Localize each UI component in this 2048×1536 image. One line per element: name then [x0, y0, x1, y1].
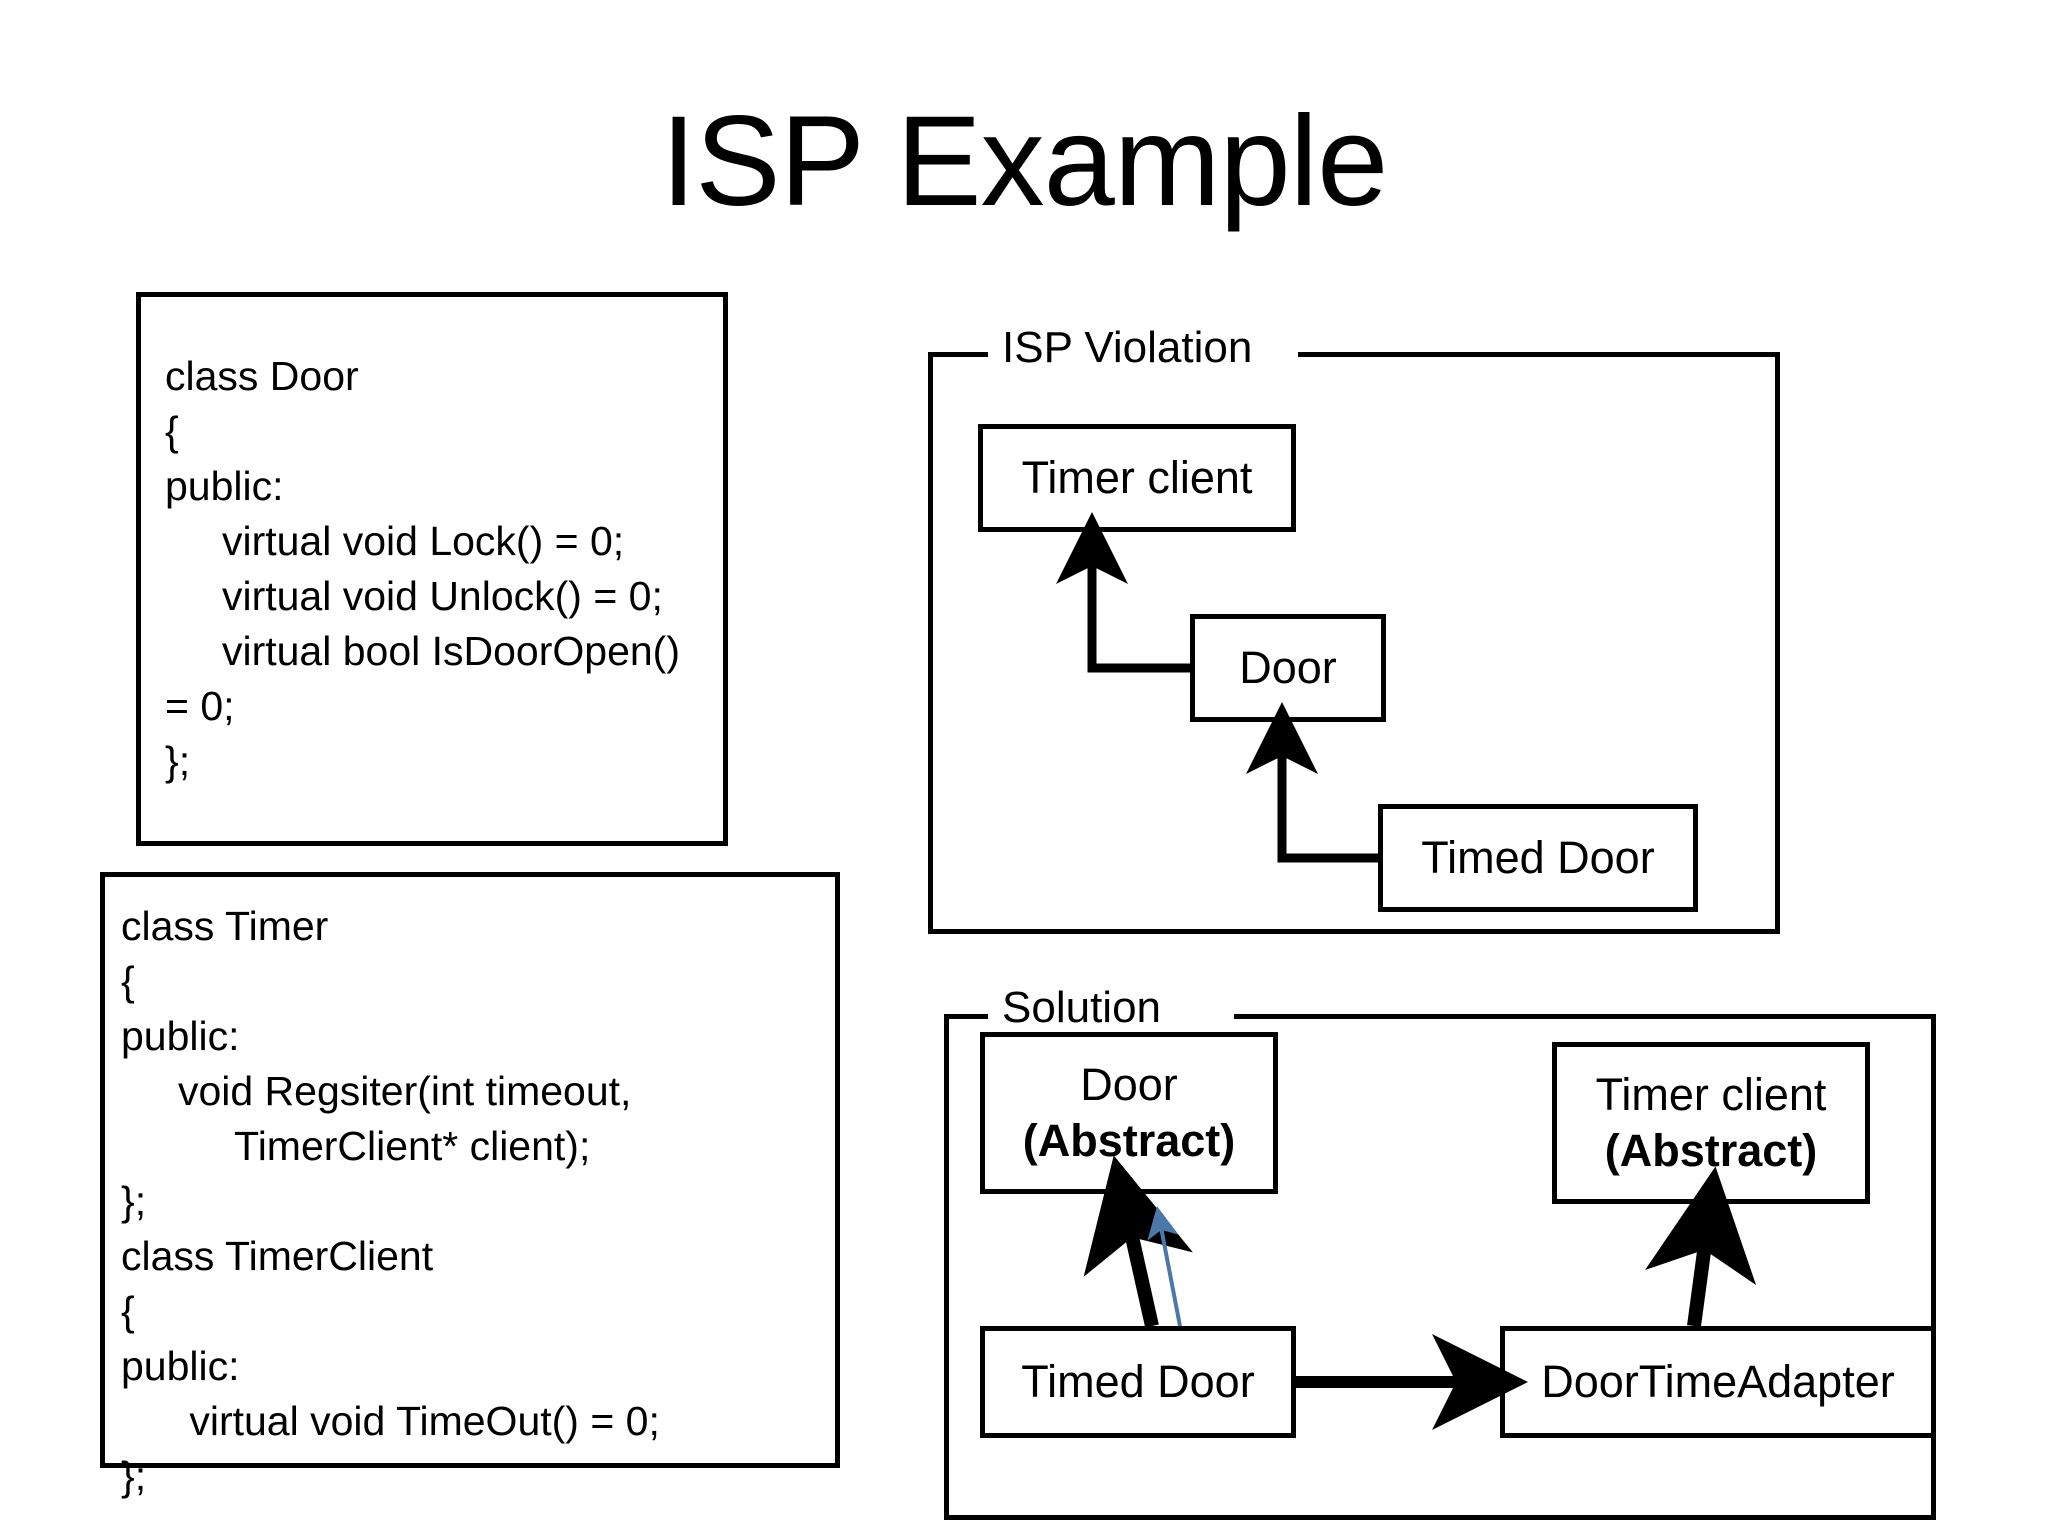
node-violation-timer-client[interactable]: Timer client — [978, 424, 1296, 532]
node-solution-door-time-adapter[interactable]: DoorTimeAdapter — [1500, 1326, 1936, 1438]
node-sublabel: (Abstract) — [1022, 1115, 1236, 1166]
node-label: Timed Door — [1021, 1356, 1255, 1407]
node-solution-timer-client-abstract[interactable]: Timer client (Abstract) — [1552, 1042, 1870, 1204]
node-label: DoorTimeAdapter — [1541, 1356, 1895, 1407]
group-label-isp-violation: ISP Violation — [988, 322, 1267, 374]
frame-edge-top-left — [928, 352, 990, 357]
node-solution-timed-door[interactable]: Timed Door — [980, 1326, 1296, 1438]
frame-edge-top-right — [1298, 352, 1780, 357]
group-frame-isp-violation: ISP Violation — [928, 322, 1780, 934]
node-solution-door-abstract[interactable]: Door (Abstract) — [980, 1032, 1278, 1194]
node-violation-timed-door[interactable]: Timed Door — [1378, 804, 1698, 912]
code-block-timer-text: class Timer { public: void Regsiter(int … — [121, 903, 660, 1499]
node-label: Door — [1239, 642, 1337, 693]
node-label: Timed Door — [1421, 832, 1655, 883]
frame-edge-top-right — [1234, 1014, 1936, 1019]
frame-edge-right — [1775, 352, 1780, 934]
frame-edge-bottom — [944, 1515, 1936, 1520]
node-label: Door — [1080, 1059, 1178, 1110]
node-sublabel: (Abstract) — [1604, 1125, 1818, 1176]
code-block-door-text: class Door { public: virtual void Lock()… — [165, 353, 680, 784]
group-frame-solution: Solution — [944, 982, 1936, 1520]
code-block-door: class Door { public: virtual void Lock()… — [136, 292, 728, 846]
page-title: ISP Example — [660, 90, 1389, 233]
code-block-timer: class Timer { public: void Regsiter(int … — [100, 872, 840, 1499]
frame-edge-right — [1931, 1014, 1936, 1520]
node-label: Timer client — [1595, 1069, 1827, 1120]
node-violation-door[interactable]: Door — [1190, 614, 1386, 722]
frame-edge-top-left — [944, 1014, 994, 1019]
frame-edge-left — [944, 1014, 949, 1520]
group-label-solution: Solution — [988, 982, 1176, 1034]
frame-edge-left — [928, 352, 933, 934]
frame-edge-bottom — [928, 929, 1780, 934]
node-label: Timer client — [1021, 452, 1253, 503]
